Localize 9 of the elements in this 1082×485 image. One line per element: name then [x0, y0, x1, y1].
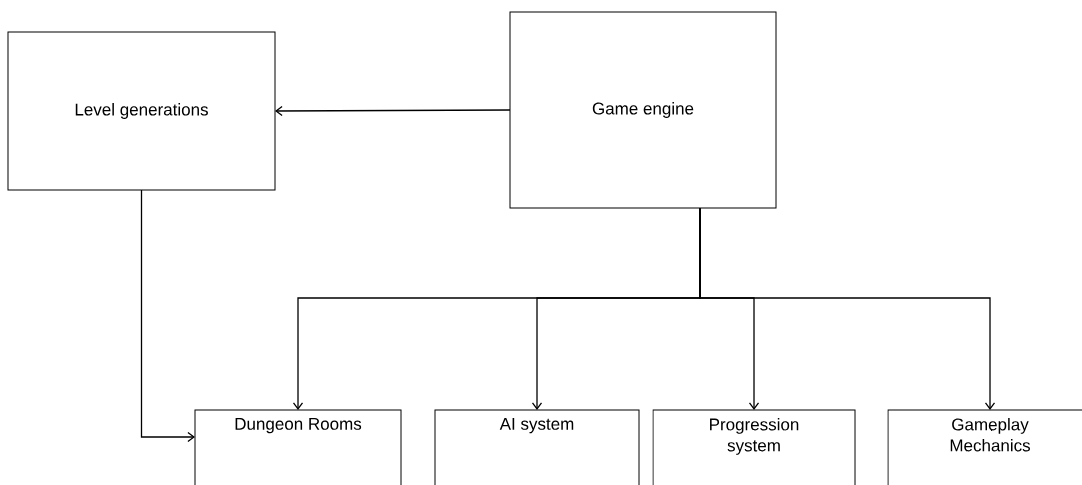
- box: Gameplay Mechanics: [887, 409, 1082, 485]
- box: Dungeon Rooms: [194, 409, 402, 485]
- arrow: [140, 189, 195, 443]
- box: AI system: [434, 409, 640, 485]
- box: Progression system: [652, 409, 856, 485]
- box: Level generations: [7, 31, 276, 191]
- arrow: [699, 207, 996, 410]
- box: Game engine: [509, 11, 777, 209]
- arrow: [275, 105, 511, 117]
